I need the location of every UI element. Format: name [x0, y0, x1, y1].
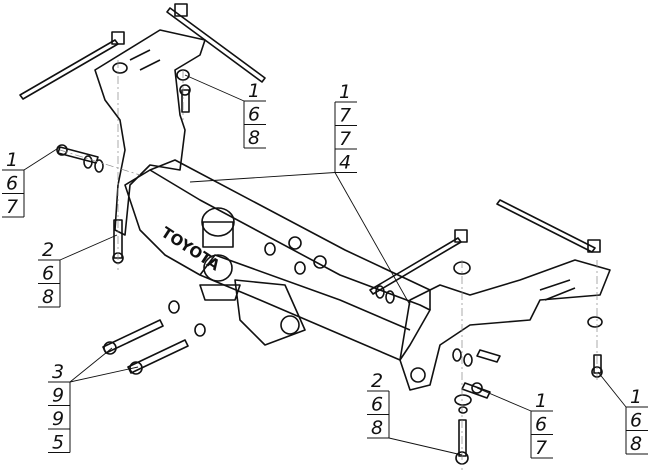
callout-number: 5: [52, 432, 64, 454]
callout-number: 4: [339, 152, 351, 174]
callout-number: 1: [630, 386, 642, 408]
callout-number: 1: [535, 390, 547, 412]
leader-line: [23, 146, 61, 171]
cable-tie-right-1: [496, 199, 601, 253]
callout-number: 6: [42, 263, 54, 285]
callout-number: 9: [52, 385, 64, 407]
leader-line: [189, 172, 336, 183]
leader-line: [69, 366, 139, 383]
cable-tie-left: [19, 31, 125, 100]
callout-number: 6: [248, 104, 260, 126]
callout-number: 7: [339, 105, 351, 127]
leader-line: [476, 387, 532, 412]
callout-number: 8: [42, 286, 54, 308]
ball-mount-plate: [234, 279, 306, 346]
callout-number: 8: [630, 433, 642, 455]
callout-left-vertical-bolt: 268: [38, 234, 118, 308]
callout-number: 2: [42, 239, 54, 261]
callout-top-bracket-bolt: 168: [184, 74, 266, 149]
callout-number: 6: [371, 394, 383, 416]
callout-number: 1: [339, 81, 351, 103]
callout-left-side-bolt: 167: [2, 146, 61, 218]
cable-tie-top: [166, 3, 266, 83]
callout-number: 1: [6, 149, 18, 171]
leader-line: [69, 347, 113, 383]
leader-line: [388, 437, 463, 456]
callout-number: 7: [6, 196, 18, 218]
callout-number: 6: [630, 410, 642, 432]
callout-number: 8: [248, 127, 260, 149]
main-crossbeam: [124, 169, 431, 361]
nuts-and-washers: [83, 62, 603, 414]
callout-number: 3: [52, 361, 64, 383]
right-mounting-bracket: [399, 259, 611, 391]
callout-number: 6: [535, 414, 547, 436]
centerlines: [59, 60, 598, 470]
cable-tie-right-2: [369, 229, 468, 295]
leader-line: [334, 172, 411, 306]
callout-number: 1: [248, 80, 260, 102]
callout-right-side-bolt: 167: [476, 387, 553, 459]
callout-number: 6: [6, 173, 18, 195]
bolts: [56, 84, 603, 465]
callout-number: 9: [52, 408, 64, 430]
callout-right-bracket-bolt: 168: [597, 371, 648, 455]
leader-line: [184, 74, 245, 102]
callout-number: 7: [339, 128, 351, 150]
brand-marking: TOYOTA: [158, 223, 224, 274]
callout-number: 8: [371, 417, 383, 439]
tow-ball: [199, 207, 241, 301]
callout-number: 7: [535, 437, 547, 459]
callout-right-vertical-bolt: 268: [367, 370, 463, 456]
leader-line: [597, 371, 627, 408]
callout-number: 2: [371, 370, 383, 392]
leader-line: [59, 234, 118, 261]
left-mounting-bracket: [94, 29, 206, 236]
